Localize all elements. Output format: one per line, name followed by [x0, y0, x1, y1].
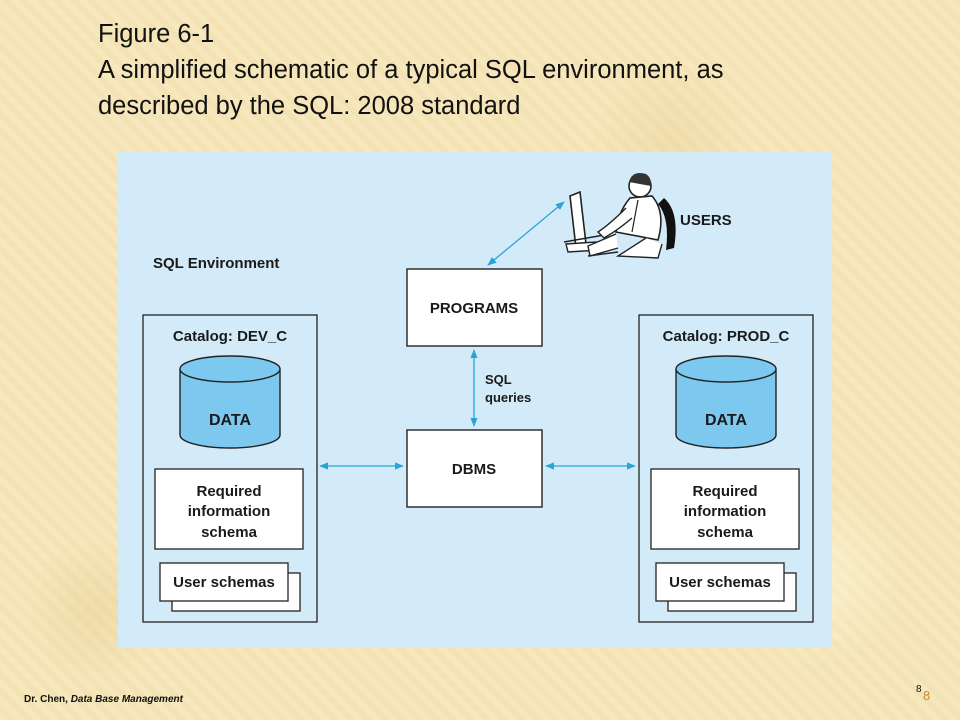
sql-queries-label-line1: SQL	[485, 372, 512, 387]
prod-data-label: DATA	[705, 412, 748, 429]
programs-box	[406, 268, 543, 347]
dev-information-schema-box	[154, 468, 304, 550]
dev-user-schemas-box	[159, 562, 289, 602]
prod-information-schema-box	[650, 468, 800, 550]
title-caption-line1: A simplified schematic of a typical SQL …	[98, 56, 724, 84]
footer-course: Data Base Management	[70, 694, 183, 705]
footer-credit: Dr. Chen, Data Base Management	[24, 694, 183, 705]
users-programs-arrow	[487, 201, 565, 266]
footer-author: Dr. Chen,	[24, 694, 71, 705]
prod-schema-line1: Required	[692, 483, 757, 500]
dev-data-label: DATA	[209, 412, 252, 429]
slide-title: Figure 6-1 A simplified schematic of a t…	[98, 16, 918, 124]
prod-user-schemas-label: User schemas	[669, 574, 771, 591]
page-number-small: 8	[916, 684, 922, 695]
sql-environment-diagram: USERS SQL Environment PROGRAMS DBMS SQL …	[118, 152, 832, 648]
sql-environment-label: SQL Environment	[153, 255, 279, 272]
prod-catalog-label: Catalog: PROD_C	[663, 328, 790, 345]
prod-schema-line2: information	[684, 503, 767, 520]
prod-data-cylinder	[675, 355, 777, 449]
page-number: 8	[923, 688, 931, 703]
programs-label: PROGRAMS	[430, 300, 518, 317]
dev-schema-line2: information	[188, 503, 271, 520]
title-caption-line2: described by the SQL: 2008 standard	[98, 92, 521, 120]
prod-user-schemas-box	[655, 562, 785, 602]
dev-schema-line1: Required	[196, 483, 261, 500]
dev-schema-line3: schema	[201, 524, 258, 541]
dev-catalog-label: Catalog: DEV_C	[173, 328, 287, 345]
user-at-computer-icon	[563, 173, 676, 259]
dev-user-schemas-label: User schemas	[173, 574, 275, 591]
users-label: USERS	[680, 212, 732, 229]
dev-catalog: Catalog: DEV_C DATA Required information…	[142, 314, 318, 623]
dbms-box	[406, 429, 543, 508]
dev-data-cylinder	[179, 355, 281, 449]
prod-catalog: Catalog: PROD_C DATA Required informatio…	[638, 314, 814, 623]
prod-schema-line3: schema	[697, 524, 754, 541]
title-figure-number: Figure 6-1	[98, 20, 215, 48]
dbms-label: DBMS	[452, 461, 496, 478]
sql-queries-label-line2: queries	[485, 390, 531, 405]
